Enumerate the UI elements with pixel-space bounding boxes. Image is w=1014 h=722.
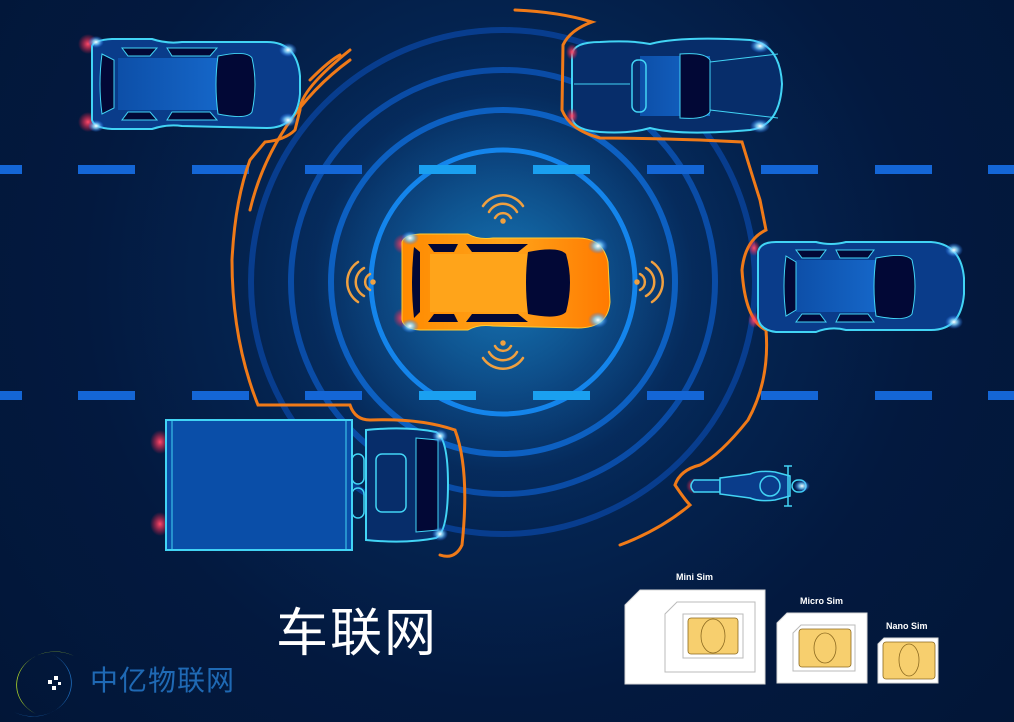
signal-waves [346, 194, 664, 370]
car-top-left [78, 34, 301, 132]
car-top-right [566, 37, 784, 134]
nano-sim [877, 637, 939, 684]
mini-sim [624, 589, 766, 685]
ego-car [393, 231, 611, 333]
motorcycle [686, 465, 810, 507]
detection-boundary [230, 8, 769, 558]
car-right [748, 240, 965, 333]
brand-name: 中亿物联网 [90, 664, 236, 697]
lane-markings [0, 165, 1014, 400]
truck [150, 419, 450, 551]
micro-sim-label: Micro Sim [800, 596, 844, 606]
title: 车联网 [276, 604, 439, 664]
brand-logo [14, 651, 75, 717]
mini-sim-label: Mini Sim [676, 572, 714, 582]
nano-sim-label: Nano Sim [886, 621, 928, 631]
sim-cards [624, 589, 939, 685]
micro-sim [776, 612, 868, 684]
